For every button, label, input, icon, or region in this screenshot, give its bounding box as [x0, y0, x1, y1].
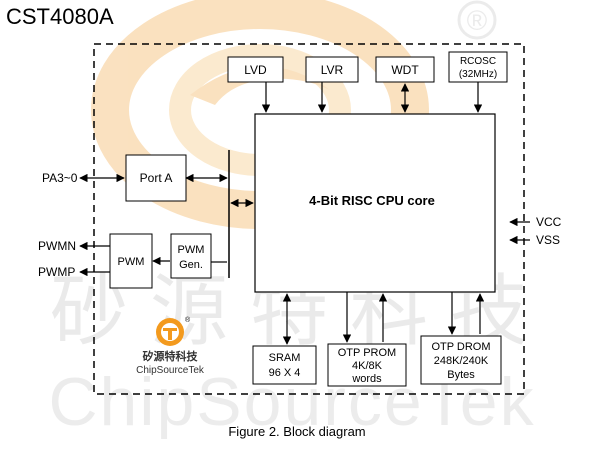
pwm-block: PWM [109, 233, 153, 289]
svg-text:WDT: WDT [391, 63, 419, 77]
svg-text:OTP PROM: OTP PROM [338, 347, 396, 359]
lvd-block: LVD [227, 56, 284, 83]
pin-pwmn: PWMN [38, 239, 76, 253]
svg-text:RCOSC: RCOSC [460, 56, 496, 67]
pin-vss: VSS [536, 233, 560, 247]
sram-block: SRAM 96 X 4 [252, 345, 317, 385]
lvr-block: LVR [305, 56, 359, 83]
cpu-core-block: 4-Bit RISC CPU core [254, 113, 496, 293]
svg-text:4-Bit RISC CPU core: 4-Bit RISC CPU core [309, 193, 435, 208]
svg-text:SRAM: SRAM [269, 352, 301, 364]
svg-text:248K/240K: 248K/240K [434, 355, 489, 367]
svg-text:PWM: PWM [178, 244, 205, 256]
svg-text:96 X 4: 96 X 4 [269, 367, 301, 379]
svg-text:OTP DROM: OTP DROM [431, 341, 490, 353]
svg-text:Bytes: Bytes [447, 369, 475, 381]
svg-text:Gen.: Gen. [179, 259, 203, 271]
pin-pwmp: PWMP [38, 265, 75, 279]
logo-english: ChipSourceTek [136, 365, 205, 376]
otp-prom-block: OTP PROM 4K/8K words [327, 343, 407, 387]
svg-text:Port A: Port A [140, 171, 173, 185]
chip-title: CST4080A [6, 4, 114, 29]
port-a-block: Port A [125, 154, 187, 202]
chip-boundary [93, 43, 525, 395]
otp-drom-block: OTP DROM 248K/240K Bytes [420, 335, 502, 385]
svg-text:LVD: LVD [244, 63, 267, 77]
pin-pa: PA3~0 [42, 171, 78, 185]
watermark-logo-swoosh-icon [190, 66, 330, 105]
svg-text:LVR: LVR [321, 63, 344, 77]
svg-text:(32MHz): (32MHz) [459, 69, 497, 80]
svg-text:words: words [351, 373, 382, 385]
company-logo: ® 矽源特科技 ChipSourceTek [136, 316, 205, 376]
pwm-gen-block: PWM Gen. [170, 233, 212, 279]
pin-vcc: VCC [536, 215, 562, 229]
svg-text:4K/8K: 4K/8K [352, 360, 383, 372]
watermark-registered: ® [467, 5, 488, 36]
rcosc-block: RCOSC (32MHz) [448, 51, 508, 83]
logo-chinese: 矽源特科技 [143, 349, 199, 363]
wdt-block: WDT [375, 56, 435, 83]
figure-caption: Figure 2. Block diagram [228, 424, 365, 439]
svg-text:PWM: PWM [118, 256, 145, 268]
logo-registered: ® [185, 316, 191, 324]
